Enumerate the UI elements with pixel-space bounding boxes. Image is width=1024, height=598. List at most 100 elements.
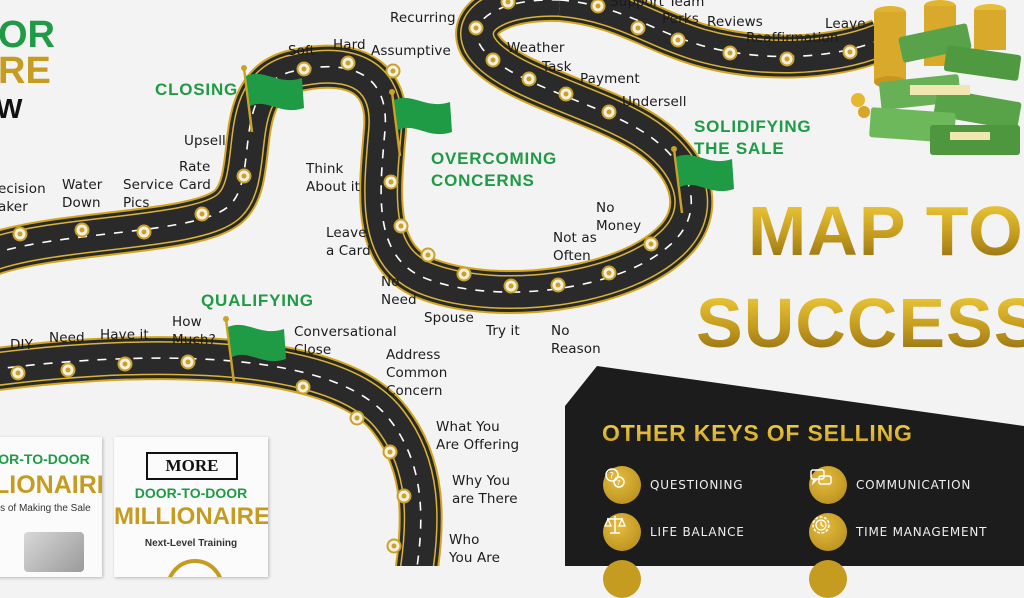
- label-soft: Soft: [288, 43, 316, 59]
- road-marker-dot: [185, 359, 191, 365]
- road-marker-dot: [635, 25, 641, 31]
- label-weather: Weather: [507, 40, 565, 56]
- label-task: Task: [542, 59, 572, 75]
- label-no-money: No Money: [596, 200, 642, 234]
- label-leave: Leave: [825, 16, 866, 32]
- road-marker-dot: [784, 56, 790, 62]
- road-marker-dot: [473, 25, 479, 31]
- road-marker-dot: [398, 223, 404, 229]
- label-have-it: Have it: [100, 327, 149, 343]
- label-spouse: Spouse: [424, 310, 474, 326]
- svg-text:?: ?: [617, 479, 621, 487]
- road-marker-dot: [300, 384, 306, 390]
- logo-line-1: OR: [0, 14, 55, 56]
- road-marker-dot: [15, 370, 21, 376]
- label-how-much: How Much?: [172, 314, 216, 348]
- label-not-as-often: Not as Often: [553, 230, 597, 264]
- road-marker-dot: [595, 3, 601, 9]
- scales-icon: [603, 513, 641, 551]
- label-why-you-are-there: Why You are There: [452, 473, 518, 507]
- road-marker-dot: [199, 211, 205, 217]
- road-marker-dot: [141, 229, 147, 235]
- road-map: [0, 0, 1024, 566]
- label-service-pics: Service Pics: [123, 177, 174, 211]
- stage-qualifying: QUALIFYING: [201, 291, 314, 310]
- title-line-1: MAP TO: [748, 192, 1024, 270]
- label-leave-a-card: Leave a Card: [326, 225, 371, 259]
- road-marker-dot: [65, 367, 71, 373]
- road-marker-dot: [122, 361, 128, 367]
- qualifying-flag-icon: [223, 316, 286, 384]
- title-line-2: SUCCESS: [696, 288, 1024, 358]
- road-marker-dot: [847, 49, 853, 55]
- label-try-it: Try it: [486, 323, 520, 339]
- book2-subtitle: Next-Level Training: [144, 538, 238, 549]
- keys-title: OTHER KEYS OF SELLING: [602, 420, 913, 446]
- key-communication-label: COMMUNICATION: [856, 478, 972, 492]
- road-marker-dot: [461, 271, 467, 277]
- road-marker-dot: [387, 449, 393, 455]
- label-conversational-close: Conversational Close: [294, 324, 397, 358]
- label-perks: Perks: [662, 11, 699, 27]
- book1-line2: LIONAIRE: [0, 471, 102, 499]
- road-marker-dot: [606, 109, 612, 115]
- label-think-about-it: Think About it: [306, 161, 361, 195]
- label-water-down: Water Down: [62, 177, 103, 211]
- road-marker-dot: [391, 543, 397, 549]
- book1-image: [24, 532, 84, 572]
- road-marker-dot: [301, 66, 307, 72]
- logo-line-3: W: [0, 93, 23, 124]
- road-markers: [10, 0, 858, 554]
- solidifying-flag-icon: [671, 146, 734, 214]
- overcoming-flag-icon: [389, 89, 452, 157]
- key-life-balance: LIFE BALANCE: [603, 513, 745, 551]
- book2-badge: MORE: [146, 452, 238, 480]
- money-stack-illustration: [851, 0, 1022, 155]
- road-marker-dot: [505, 0, 511, 5]
- label-decision-maker: ecision aker: [0, 181, 46, 215]
- road-marker-dot: [526, 76, 532, 82]
- label-no-reason: No Reason: [551, 323, 601, 357]
- question-bubbles-icon: ??: [603, 466, 641, 504]
- road-marker-dot: [345, 60, 351, 66]
- book2-emblem: [166, 559, 224, 577]
- road-marker-dot: [563, 91, 569, 97]
- road-marker-dot: [388, 179, 394, 185]
- road-marker-dot: [354, 415, 360, 421]
- label-assumptive: Assumptive: [371, 43, 451, 59]
- label-what-you-are-offering: What You Are Offering: [436, 419, 520, 453]
- road-marker-dot: [17, 231, 23, 237]
- road-marker-dot: [425, 252, 431, 258]
- label-diy: DIY: [10, 337, 33, 353]
- stage-solidifying-the-sale: SOLIDIFYING THE SALE: [694, 117, 812, 158]
- label-recurring: Recurring: [390, 10, 456, 26]
- road-marker-dot: [508, 283, 514, 289]
- label-reaffirmation: Reaffirmation: [746, 30, 839, 46]
- road-marker-dot: [555, 282, 561, 288]
- label-support-team: Support Team: [610, 0, 705, 10]
- book1-subtitle: ts of Making the Sale: [0, 503, 91, 514]
- label-upsell: Upsell: [184, 133, 226, 149]
- book-cover-2: MORE DOOR-TO-DOOR MILLIONAIRE Next-Level…: [114, 437, 268, 577]
- road-marker-dot: [727, 50, 733, 56]
- label-need: Need: [49, 330, 85, 346]
- logo-line-2: RE: [0, 50, 51, 92]
- key-life-balance-label: LIFE BALANCE: [650, 525, 745, 539]
- svg-text:?: ?: [609, 472, 614, 482]
- label-no-need: No Need: [381, 274, 417, 308]
- label-reviews: Reviews: [707, 14, 763, 30]
- label-payment: Payment: [580, 71, 640, 87]
- stage-overcoming-concerns: OVERCOMING CONCERNS: [431, 149, 558, 190]
- key-time-management-label: TIME MANAGEMENT: [856, 525, 988, 539]
- road-marker-dot: [79, 227, 85, 233]
- key-questioning: ?? QUESTIONING: [603, 466, 743, 504]
- book2-line2: MILLIONAIRE: [114, 503, 268, 530]
- closing-flag-icon: [241, 65, 304, 133]
- book1-line1: OR-TO-DOOR: [0, 451, 90, 467]
- key-communication: COMMUNICATION: [809, 466, 971, 504]
- key-questioning-label: QUESTIONING: [650, 478, 744, 492]
- book2-line1: DOOR-TO-DOOR: [134, 485, 248, 501]
- road-marker-dot: [648, 241, 654, 247]
- road-marker-dot: [401, 493, 407, 499]
- label-rate-card: Rate Card: [179, 159, 211, 193]
